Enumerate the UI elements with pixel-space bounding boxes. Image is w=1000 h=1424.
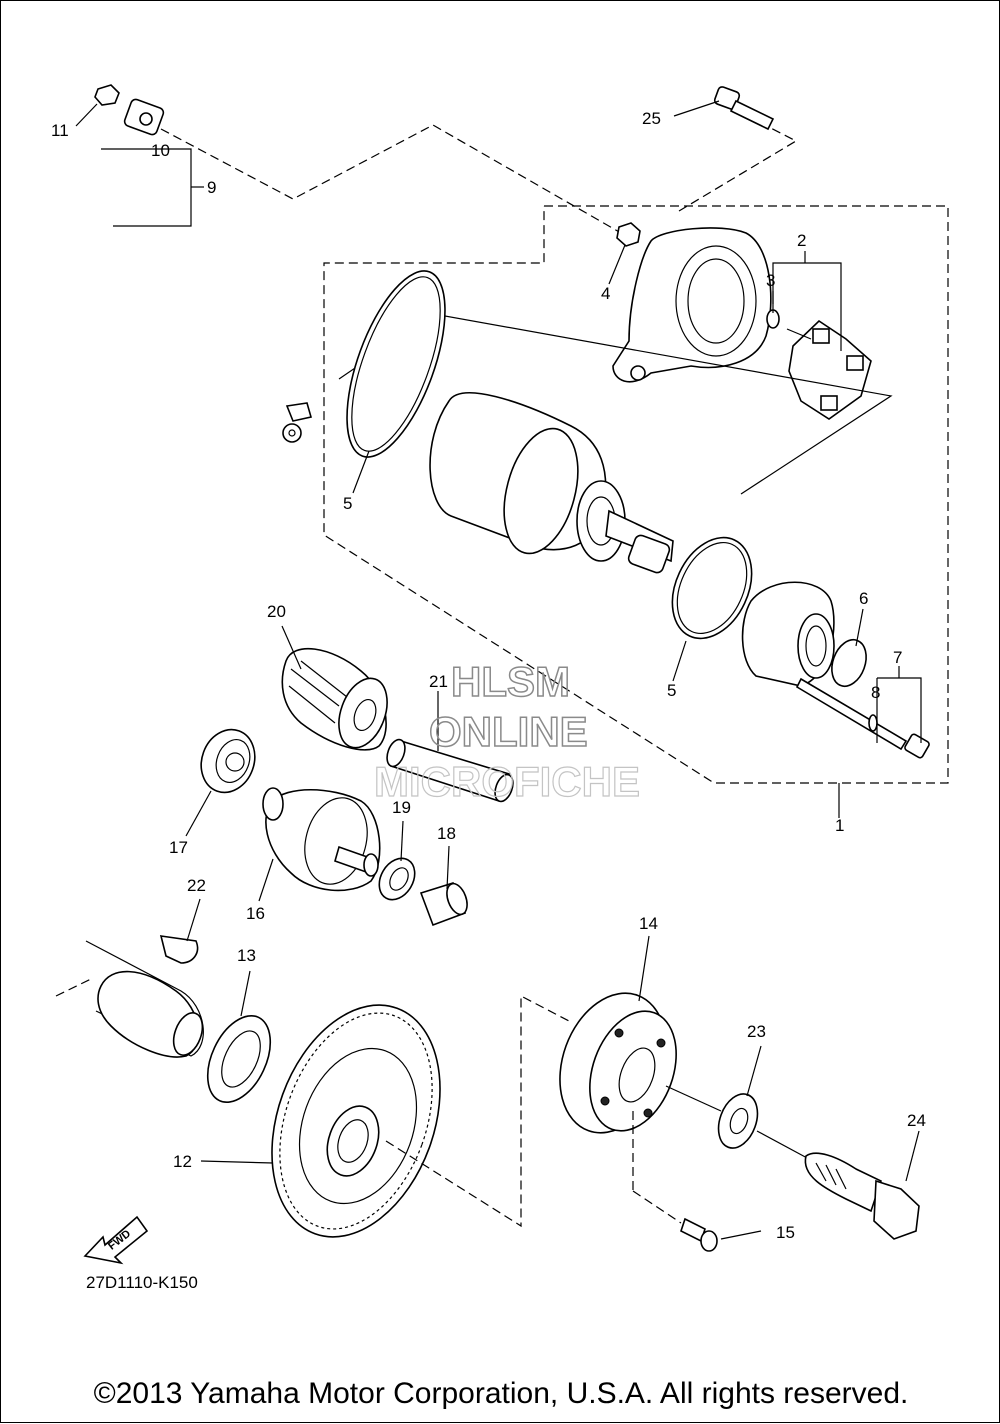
- front-cover: [741, 581, 867, 688]
- fwd-arrow: FWD: [83, 1215, 149, 1265]
- callout-3: 3: [766, 271, 775, 290]
- needle-bearing-18: [419, 882, 468, 927]
- callout-20: 20: [267, 602, 286, 621]
- callout-15: 15: [776, 1223, 795, 1242]
- callout-12: 12: [173, 1152, 192, 1171]
- callout-7: 7: [893, 648, 902, 667]
- copyright-notice: ©2013 Yamaha Motor Corporation, U.S.A. A…: [93, 1377, 909, 1410]
- washer-13: [206, 1014, 272, 1104]
- starter-clutch-14: [559, 992, 682, 1224]
- idler-gear-20: [281, 647, 388, 751]
- callout-8: 8: [871, 683, 880, 702]
- leader-lines: [75, 100, 922, 1240]
- nut-4: [616, 222, 641, 247]
- callout-9: 9: [207, 178, 216, 197]
- watermark: HLSM ONLINE MICROFICHE: [373, 657, 640, 805]
- callout-24: 24: [907, 1111, 926, 1130]
- woodruff-key-22: [159, 935, 199, 964]
- callout-19: 19: [392, 798, 411, 817]
- callout-labels: 1 2 3 4 5 5 6 7 8 9 10 11 12 13 14 15 16…: [51, 109, 926, 1242]
- callout-5a: 5: [343, 494, 352, 513]
- assembly-outlines: [160, 122, 949, 784]
- callout-23: 23: [747, 1022, 766, 1041]
- callout-25: 25: [642, 109, 661, 128]
- diagram-code: 27D1110-K150: [86, 1273, 198, 1292]
- callout-21: 21: [429, 672, 448, 691]
- washer-23: [717, 1093, 759, 1149]
- callout-14: 14: [639, 914, 658, 933]
- starter-clutch-gear-16: [262, 787, 381, 892]
- callout-16: 16: [246, 904, 265, 923]
- callout-17: 17: [169, 838, 188, 857]
- callout-2: 2: [797, 231, 806, 250]
- callout-11: 11: [51, 121, 69, 140]
- bearing-17: [200, 728, 256, 794]
- callout-18: 18: [437, 824, 456, 843]
- brush-holder: [766, 309, 872, 420]
- bolt-15: [680, 1217, 718, 1252]
- watermark-line3: MICROFICHE: [374, 758, 640, 805]
- callout-5b: 5: [667, 681, 676, 700]
- callout-10: 10: [151, 141, 170, 160]
- rear-cover: [612, 227, 772, 383]
- shaft-21: [386, 738, 514, 803]
- callout-4: 4: [601, 284, 610, 303]
- callout-6: 6: [859, 589, 868, 608]
- watermark-line2: ONLINE: [429, 708, 588, 755]
- bolt-24: [804, 1152, 920, 1240]
- starter-wheel-gear-12: [271, 995, 570, 1238]
- callout-22: 22: [187, 876, 206, 895]
- crankshaft-end: [55, 940, 204, 1058]
- callout-1: 1: [835, 816, 844, 835]
- bolt-25: [713, 86, 775, 131]
- watermark-line1: HLSM: [451, 658, 570, 705]
- through-bolt-7: [795, 677, 930, 759]
- starter-cable: [61, 84, 313, 443]
- callout-13: 13: [237, 946, 256, 965]
- starter-motor-body: [338, 270, 893, 640]
